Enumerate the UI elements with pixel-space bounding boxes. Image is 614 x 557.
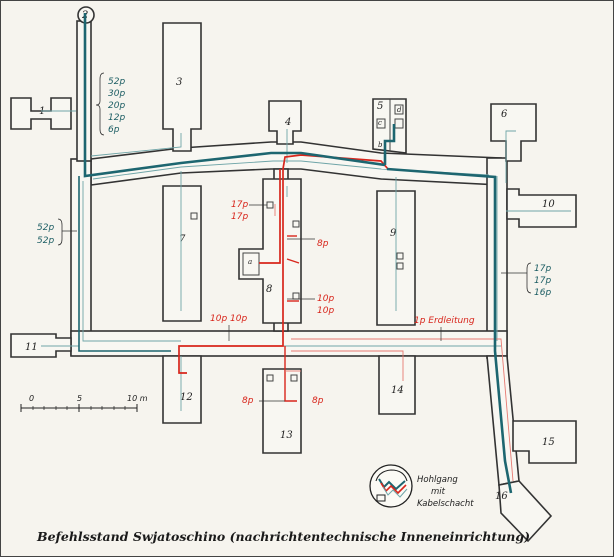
cable-label: 10p xyxy=(317,306,334,316)
cable-label: 17p xyxy=(534,264,551,274)
scale-tick-5: 5 xyxy=(77,394,82,403)
room-4 xyxy=(268,100,302,145)
legend-line-2: mit xyxy=(431,487,446,497)
room-number: 15 xyxy=(542,437,555,448)
room-number: 13 xyxy=(280,430,293,441)
cable-label: 52p xyxy=(37,223,54,233)
cable-label: 17p xyxy=(534,276,551,286)
room-number: 6 xyxy=(501,109,508,120)
cable-label: 12p xyxy=(108,113,125,123)
room-number: 8 xyxy=(266,284,272,295)
room-sub: d xyxy=(397,106,402,114)
cable-label: 1p Erdleitung xyxy=(414,316,475,326)
room-number: 10 xyxy=(542,199,555,210)
scale-tick-10: 10 m xyxy=(127,394,148,403)
legend-line-1: Hohlgang xyxy=(417,475,458,485)
cable-label: 6p xyxy=(108,125,120,135)
cable-labels: 52p 30p 20p 12p 6p 52p 52p 17p 17p 16p 1… xyxy=(37,72,551,406)
cable-label: 8p xyxy=(317,239,329,249)
room-10 xyxy=(506,188,577,228)
room-number: 1 xyxy=(39,106,45,117)
equipment-boxes xyxy=(190,201,404,382)
legend: Hohlgang mit Kabelschacht xyxy=(369,464,474,509)
room-sub: b xyxy=(378,141,383,149)
room-16 xyxy=(498,480,553,543)
room-number: 7 xyxy=(179,234,186,245)
room-15 xyxy=(512,420,577,464)
room-number: 3 xyxy=(176,77,182,88)
room-number: 12 xyxy=(180,392,193,403)
room-number: 5 xyxy=(377,101,383,112)
scale-bar: 0 5 10 m xyxy=(20,394,148,412)
plan-caption: Befehlsstand Swjatoschino (nachrichtente… xyxy=(36,529,530,544)
legend-line-3: Kabelschacht xyxy=(417,499,474,509)
room-number: 16 xyxy=(495,491,508,502)
room-1 xyxy=(10,97,72,130)
cable-label: 16p xyxy=(534,288,551,298)
room-sub: a xyxy=(248,258,252,266)
room-7 xyxy=(162,185,202,322)
cable-label: 20p xyxy=(108,101,125,111)
room-12 xyxy=(162,355,202,424)
rooms: 1 3 2 4 5 d c b 6 7 a 8 9 10 xyxy=(10,10,577,543)
room-number: 4 xyxy=(284,117,291,128)
room-8 xyxy=(238,178,302,324)
cable-label: 10p xyxy=(317,294,334,304)
cable-label: 52p xyxy=(108,77,125,87)
scale-tick-0: 0 xyxy=(29,394,34,403)
cable-label: 17p xyxy=(231,200,248,210)
room-13 xyxy=(262,368,302,454)
cable-label: 10p 10p xyxy=(210,314,247,324)
cable-label: 8p xyxy=(242,396,254,406)
room-number: 14 xyxy=(391,385,404,396)
room-number: 11 xyxy=(25,342,38,353)
cable-label: 8p xyxy=(312,396,324,406)
room-sub: c xyxy=(378,119,382,127)
cable-label: 17p xyxy=(231,212,248,222)
room-6 xyxy=(490,103,537,162)
room-number: 9 xyxy=(390,228,397,239)
room-3 xyxy=(162,22,202,152)
cable-label: 30p xyxy=(108,89,125,99)
teal-main-cable xyxy=(78,13,513,494)
room-11 xyxy=(10,333,72,358)
teal-secondary-cables xyxy=(41,110,571,411)
cable-label: 52p xyxy=(37,236,54,246)
